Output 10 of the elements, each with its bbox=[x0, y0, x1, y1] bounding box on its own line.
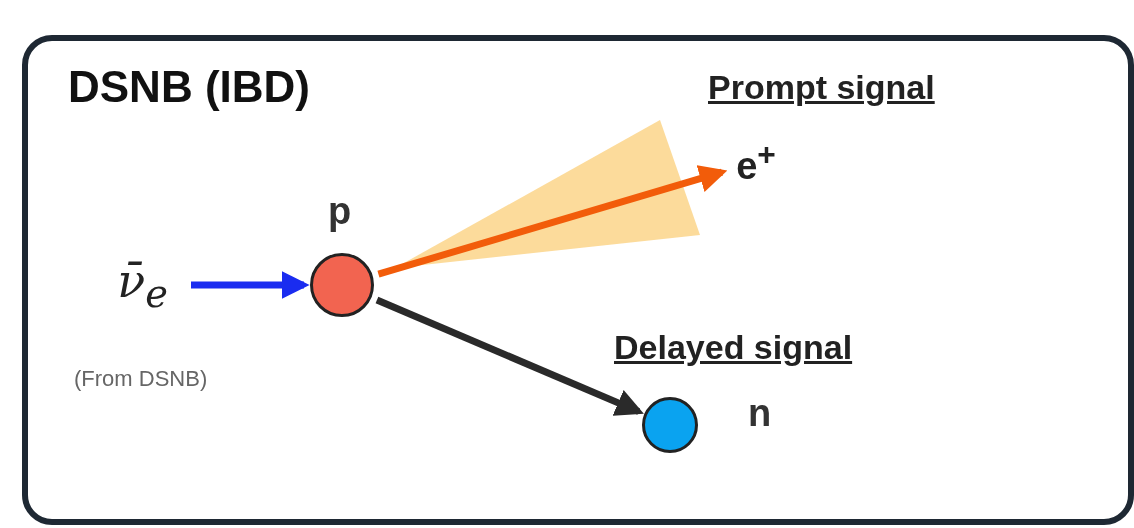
node-label: (From DSNB) bbox=[74, 366, 208, 392]
node-label: Delayed signal bbox=[614, 328, 853, 367]
particle-symbol: ν̄$_{e}$ bbox=[117, 253, 168, 317]
title: DSNB (IBD) bbox=[68, 62, 310, 112]
node-label: Prompt signal bbox=[708, 68, 935, 107]
arrow bbox=[377, 165, 728, 278]
arrow bbox=[375, 296, 644, 416]
particle-label: e$^{+}$ bbox=[736, 136, 776, 188]
node-label: p bbox=[328, 190, 352, 233]
node-label: n bbox=[748, 392, 772, 435]
